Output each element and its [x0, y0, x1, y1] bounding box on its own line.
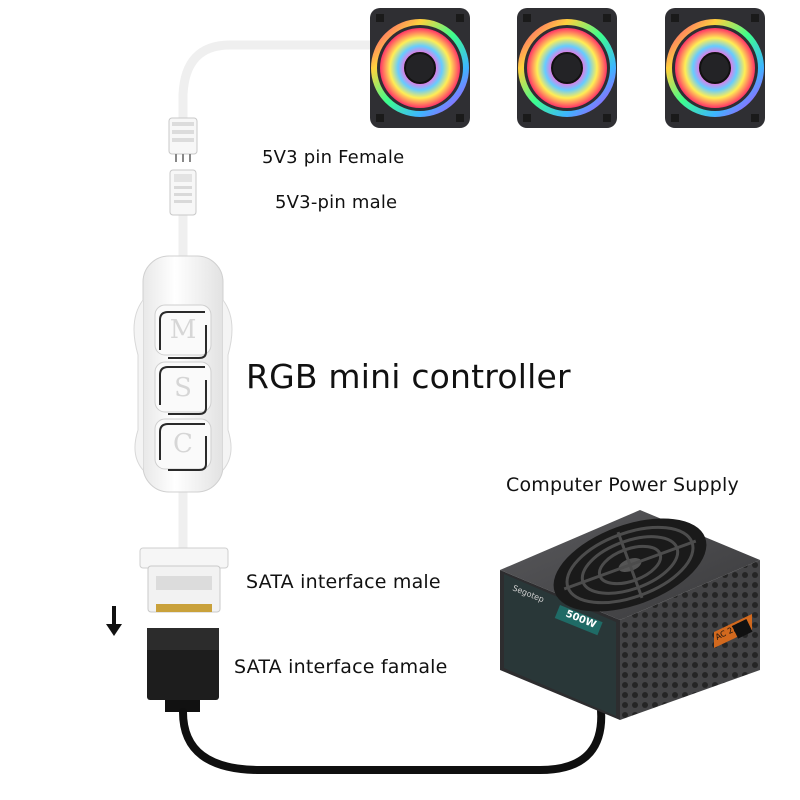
controller-button-s: S	[174, 373, 192, 403]
label-sata-male: SATA interface male	[246, 571, 441, 593]
label-controller: RGB mini controller	[246, 357, 571, 396]
sata-female-connector	[147, 628, 219, 712]
computer-power-supply: 500W Segotep AC 220V	[500, 510, 760, 720]
black-cable	[179, 696, 606, 774]
rgb-fan-1	[370, 8, 470, 128]
label-psu: Computer Power Supply	[506, 474, 739, 496]
label-pin-female: 5V3 pin Female	[262, 147, 405, 168]
rgb-fan-3	[665, 8, 765, 128]
white-cable-top	[178, 40, 375, 123]
label-pin-male: 5V3-pin male	[275, 192, 398, 213]
controller-button-c: C	[173, 429, 193, 459]
arrow-down-icon	[106, 606, 122, 636]
controller-button-m: M	[170, 315, 197, 345]
label-sata-female: SATA interface famale	[234, 656, 448, 678]
rgb-fan-2	[517, 8, 617, 128]
rgb-mini-controller: M S C	[133, 255, 233, 493]
3pin-male-connector	[169, 169, 197, 216]
3pin-female-connector	[168, 117, 198, 162]
fans-group	[370, 8, 765, 128]
sata-male-connector	[139, 547, 229, 613]
